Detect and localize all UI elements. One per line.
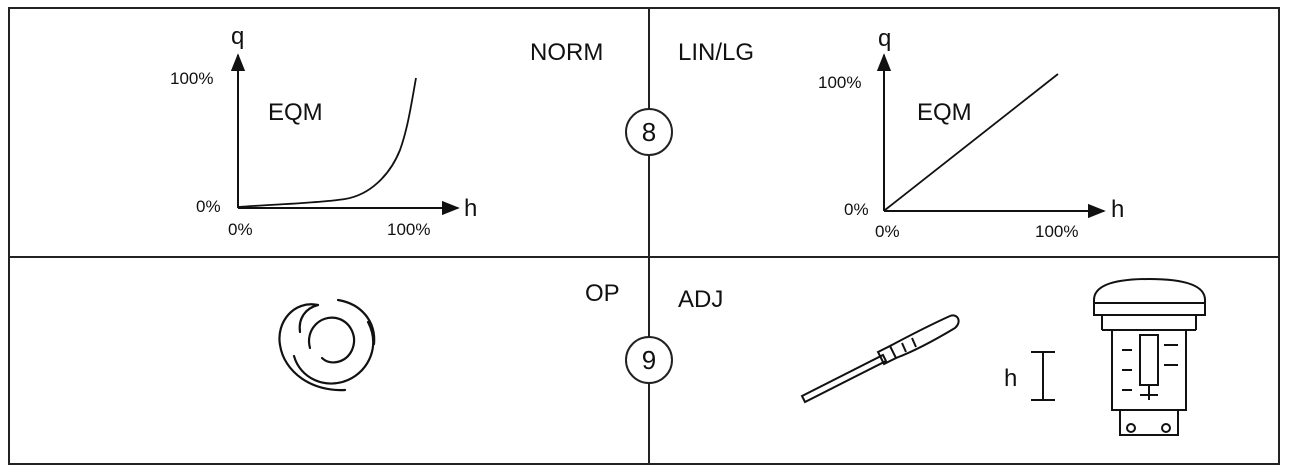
lin-eqm-line (884, 73, 1059, 211)
lin-x-tick-min: 0% (875, 222, 900, 241)
lin-curve-label: EQM (917, 99, 972, 126)
lin-y-tick-min: 0% (844, 200, 869, 219)
op-label: OP (585, 280, 620, 307)
adj-label: ADJ (678, 286, 724, 313)
actuator-icon (1093, 277, 1206, 436)
norm-eqm-curve (237, 77, 417, 208)
lin-chart (876, 53, 1106, 219)
norm-label: NORM (530, 39, 604, 66)
stroke-dimension-label: h (1004, 365, 1018, 392)
norm-curve-label: EQM (268, 99, 323, 126)
norm-x-tick-max: 100% (387, 220, 431, 239)
step-badge-9: 9 (625, 336, 673, 384)
stroke-dimension (1031, 351, 1055, 401)
norm-x-tick-min: 0% (228, 220, 253, 239)
lin-y-tick-max: 100% (818, 73, 862, 92)
norm-y-axis-label: q (231, 23, 245, 50)
norm-y-tick-max: 100% (170, 69, 214, 88)
lin-x-axis-label: h (1111, 196, 1125, 223)
step-badge-8: 8 (625, 108, 673, 156)
row-divider (8, 256, 1280, 258)
lin-lg-label: LIN/LG (678, 39, 755, 66)
lin-y-axis-label: q (878, 25, 892, 52)
norm-x-axis-label: h (464, 195, 478, 222)
diagram-frame (8, 7, 1280, 465)
screwdriver-icon (800, 314, 960, 404)
column-divider (648, 7, 650, 465)
lin-x-tick-max: 100% (1035, 222, 1079, 241)
swirl-icon (278, 298, 376, 392)
norm-chart (230, 53, 460, 216)
norm-y-tick-min: 0% (196, 197, 221, 216)
